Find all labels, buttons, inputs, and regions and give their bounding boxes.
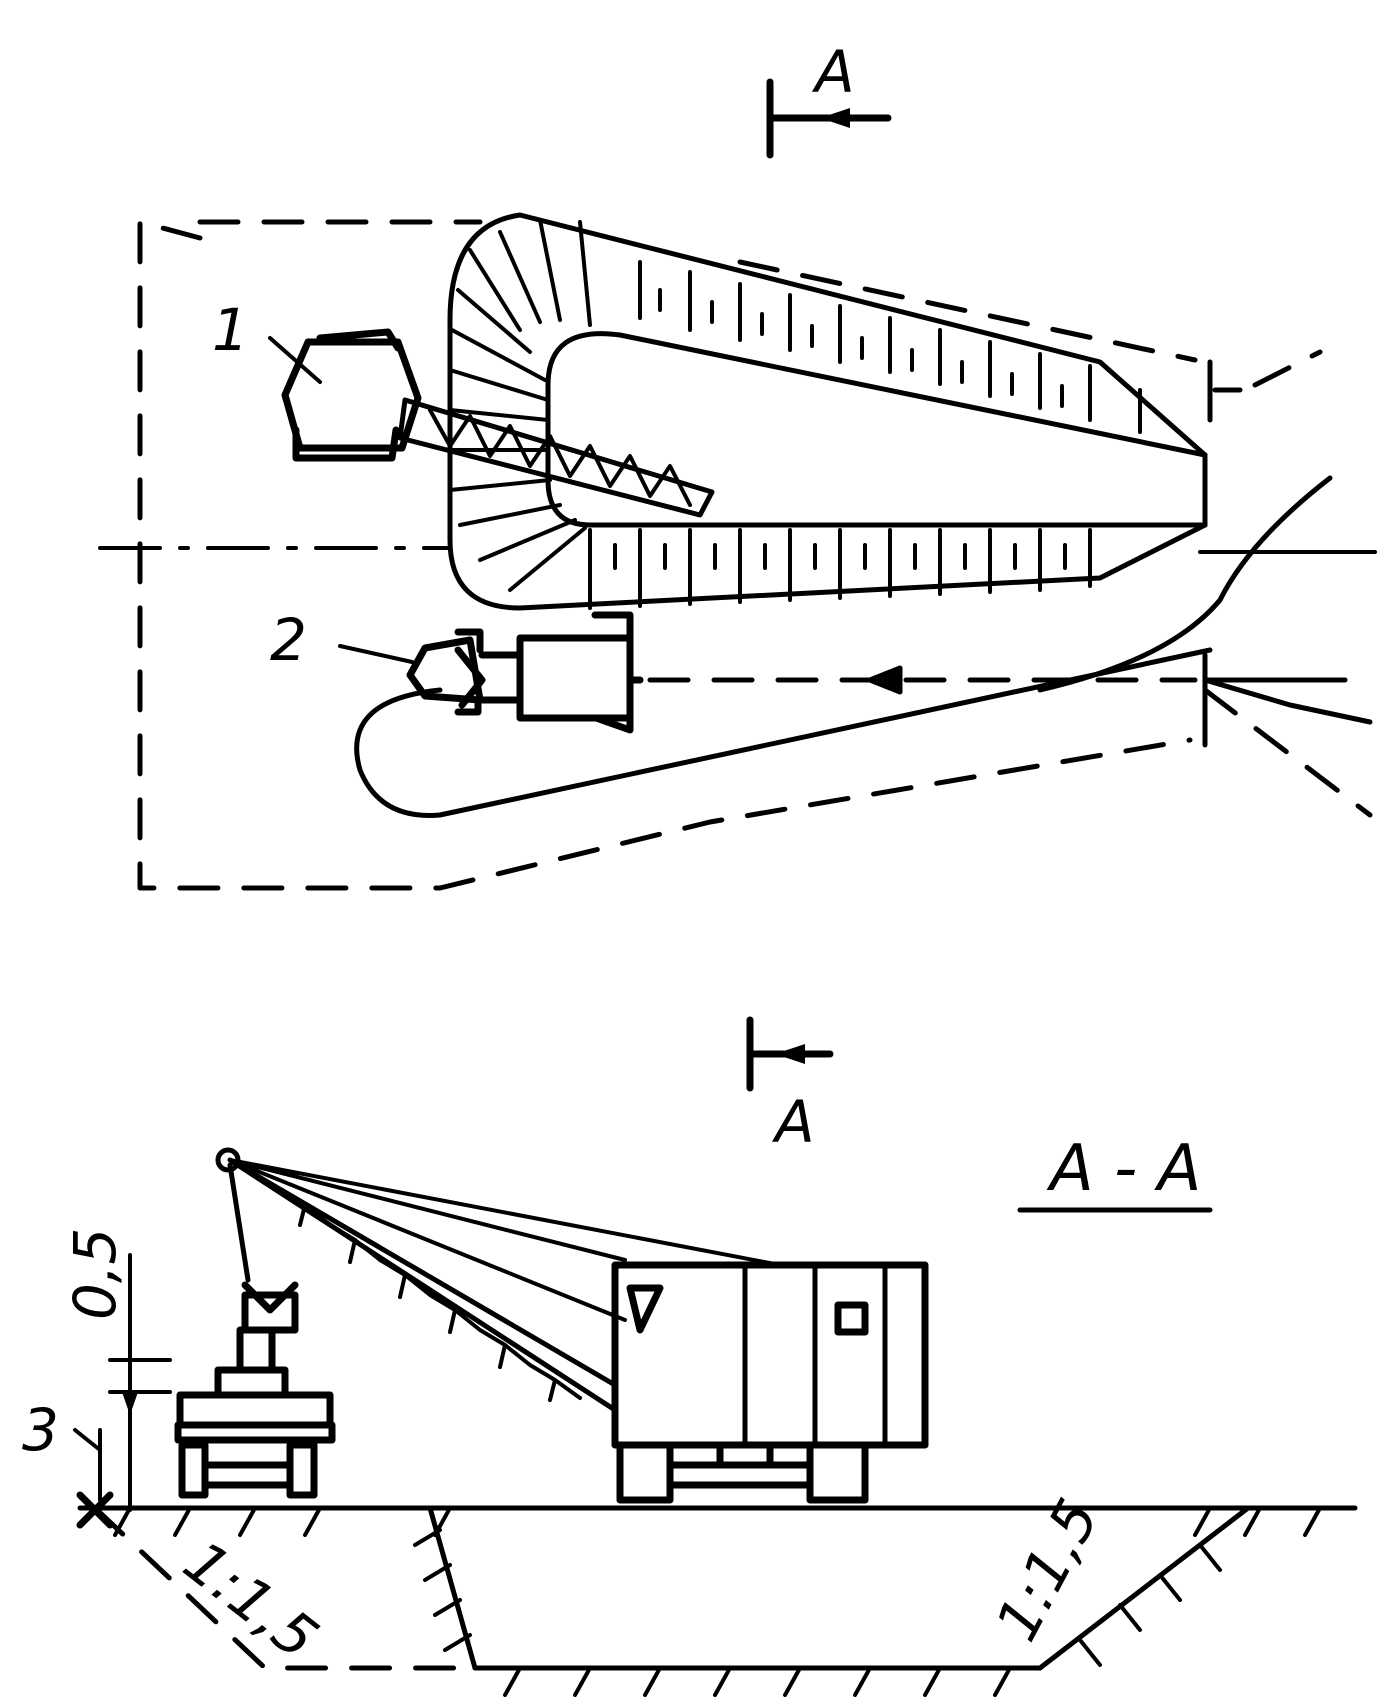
pit-left-slope-hatching [413, 1528, 472, 1652]
haul-arrow-icon [867, 665, 903, 695]
bucket [241, 1281, 299, 1334]
label-item-1: 1 [212, 296, 249, 364]
excavator-section [215, 1147, 929, 1504]
truck-2-cab [406, 636, 484, 704]
truck-section-cab [214, 1326, 289, 1399]
design-slope-left [92, 1505, 478, 1671]
ramp-exit-line [1202, 677, 1373, 725]
pit-bottom-hatching [503, 1666, 1012, 1697]
access-road [354, 647, 1213, 818]
pit-right-slope-hatching [1078, 1543, 1222, 1667]
bucket-rope [227, 1162, 251, 1283]
section-title: A - A [1046, 1132, 1201, 1206]
machine-house-window [834, 1301, 869, 1336]
ground-marker-x [76, 1491, 114, 1529]
truck-2-wheels [454, 611, 634, 734]
section-mark-mid-arrow-icon [775, 1044, 805, 1064]
leader-2 [338, 644, 414, 664]
truck-2-front [454, 646, 486, 709]
plan-view: 1 2 A [98, 38, 1377, 891]
leader-3 [73, 1428, 102, 1452]
pit-left-slope [427, 1505, 478, 1671]
excavator-1-cab [292, 426, 400, 462]
ramp-exit-dashed [1202, 687, 1373, 818]
site-boundary-top [197, 219, 1198, 363]
river-curve [1037, 475, 1333, 693]
top-right-tick [1207, 359, 1243, 423]
dump-truck-2 [406, 611, 644, 734]
operator-cab-icon [626, 1284, 664, 1334]
dimension-line [108, 1253, 172, 1512]
pit-outer-edge [447, 212, 1208, 611]
machine-house [611, 1261, 929, 1449]
undercarriage [616, 1441, 869, 1504]
label-section-top: A [811, 38, 855, 106]
dimension-arrow-icon [122, 1392, 138, 1415]
truck-2-hitch [478, 651, 524, 704]
excavator-1-boom [397, 397, 715, 518]
truck-section [174, 1326, 336, 1499]
section-boom-lattice [278, 1190, 582, 1402]
leader-1 [268, 336, 322, 384]
excavator-1-track [316, 328, 402, 352]
truck-section-body [174, 1391, 336, 1444]
pit-inner-edge [545, 331, 1208, 528]
label-dim-height: 0,5 [61, 1228, 129, 1320]
section-view: A A - A 1:1,5 1:1,5 0,5 3 [22, 1016, 1358, 1697]
label-item-3: 3 [22, 1396, 59, 1464]
section-mark-top-arrow-icon [820, 108, 850, 128]
machine-house-dividers [742, 1262, 888, 1448]
truck-section-wheels [178, 1441, 318, 1499]
excavator-1-boom-lattice [428, 408, 692, 507]
truck-2-body [516, 634, 634, 722]
suspension-ropes [228, 1158, 782, 1322]
top-right-dash [1252, 349, 1323, 388]
excavator-1 [281, 328, 715, 518]
pit-hatching [448, 218, 1142, 610]
label-section-mid: A [771, 1088, 815, 1156]
pit-right-slope [1037, 1505, 1251, 1671]
ground-hatching [113, 1506, 1322, 1537]
label-item-2: 2 [270, 606, 307, 674]
